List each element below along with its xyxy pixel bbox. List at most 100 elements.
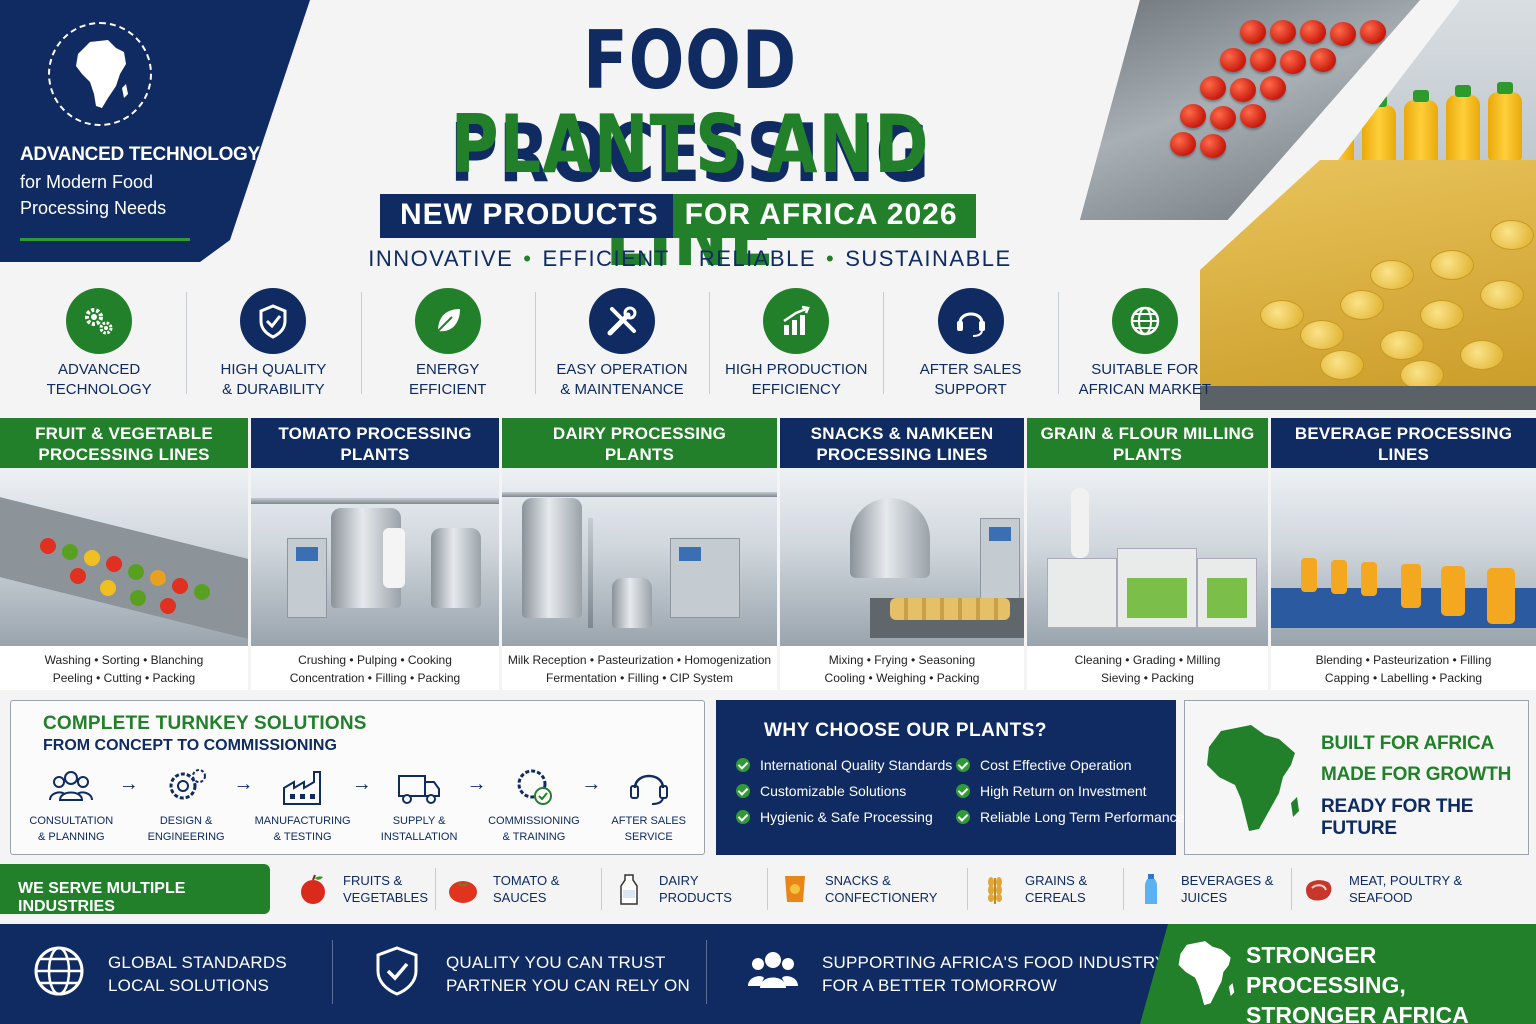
fruit-line-photo xyxy=(0,468,248,646)
globe-icon xyxy=(1111,288,1178,354)
footer-green-block: STRONGER PROCESSING,STRONGER AFRICA xyxy=(1140,924,1536,1024)
feature-label: HIGH PRODUCTION xyxy=(725,361,868,378)
feature-label: EASY OPERATION xyxy=(556,361,688,378)
turnkey-title: COMPLETE TURNKEY SOLUTIONS xyxy=(43,713,367,734)
line-title: PLANTS xyxy=(340,445,410,464)
step-label: CONSULTATION xyxy=(29,815,114,827)
line-steps: Capping • Labelling • Packing xyxy=(1324,671,1483,685)
headset-icon xyxy=(602,763,695,811)
headset-icon xyxy=(937,288,1004,354)
step-label: ENGINEERING xyxy=(147,831,225,843)
tagline-word: SUSTAINABLE xyxy=(845,246,1012,271)
check-circle-icon xyxy=(736,758,750,772)
leaf-icon xyxy=(414,288,481,354)
footer-text: PARTNER YOU CAN RELY ON xyxy=(446,975,690,995)
snack-bag-icon xyxy=(775,869,815,909)
line-title: SNACKS & NAMKEEN xyxy=(810,424,994,443)
why-item-text: Hygienic & Safe Processing xyxy=(760,809,933,825)
step-after-sales: AFTER SALES SERVICE xyxy=(602,763,695,845)
line-steps: Mixing • Frying • Seasoning xyxy=(828,653,976,667)
industry-label: FRUITS & xyxy=(343,873,403,888)
feature-label: HIGH QUALITY xyxy=(220,361,327,378)
people-icon xyxy=(25,763,118,811)
built-for-africa-box: BUILT FOR AFRICA MADE FOR GROWTH READY F… xyxy=(1184,700,1529,855)
why-title: WHY CHOOSE OUR PLANTS? xyxy=(764,720,1047,741)
footer-text: GLOBAL STANDARDS xyxy=(108,952,287,972)
line-steps: Crushing • Pulping • Cooking xyxy=(298,653,452,667)
line-title: LINES xyxy=(1377,445,1430,464)
feature-label: EFFICIENCY xyxy=(751,381,841,398)
line-title: PROCESSING LINES xyxy=(38,445,210,464)
check-circle-icon xyxy=(956,810,970,824)
step-manufacturing: MANUFACTURING& TESTING xyxy=(255,763,351,845)
line-title: PLANTS xyxy=(1112,445,1183,464)
industry-label: MEAT, POULTRY & xyxy=(1349,873,1463,888)
why-item-text: Reliable Long Term Performance xyxy=(980,809,1185,825)
step-design: DESIGN &ENGINEERING xyxy=(140,763,233,845)
feature-label: SUPPORT xyxy=(934,381,1007,398)
dairy-plant-photo xyxy=(502,468,777,646)
africa-map-icon xyxy=(1199,719,1309,844)
bullet-icon: • xyxy=(679,246,689,271)
feature-label: & MAINTENANCE xyxy=(560,381,684,398)
banner-right: FOR AFRICA 2026 xyxy=(672,194,976,238)
line-card-snacks[interactable]: SNACKS & NAMKEEN PROCESSING LINES Mixing … xyxy=(780,418,1024,690)
industry-fruits: FRUITS & VEGETABLES xyxy=(285,864,435,914)
check-circle-icon xyxy=(736,810,750,824)
line-title: PROCESSING LINES xyxy=(816,445,988,464)
why-item: Reliable Long Term Performance xyxy=(956,804,1184,830)
turnkey-subtitle: FROM CONCEPT TO COMMISSIONING xyxy=(43,737,337,754)
line-steps: Peeling • Cutting • Packing xyxy=(52,671,196,685)
tools-icon xyxy=(588,288,655,354)
step-label: SERVICE xyxy=(624,831,673,843)
line-steps: Concentration • Filling • Packing xyxy=(289,671,461,685)
why-item-text: International Quality Standards xyxy=(760,757,953,773)
arrow-right-icon: → xyxy=(351,773,372,795)
meat-icon xyxy=(1299,869,1339,909)
footer-text: FOR A BETTER TOMORROW xyxy=(822,975,1057,995)
line-steps: Washing • Sorting • Blanching xyxy=(44,653,204,667)
tagline-word: INNOVATIVE xyxy=(368,246,514,271)
gear-check-icon xyxy=(488,763,581,811)
industry-label: DAIRY xyxy=(659,873,699,888)
banner-left: NEW PRODUCTS xyxy=(380,194,673,238)
line-steps: Milk Reception • Pasteurization • Homoge… xyxy=(507,653,772,667)
tomato-icon xyxy=(443,869,483,909)
tagline: INNOVATIVE•EFFICIENT•RELIABLE•SUSTAINABL… xyxy=(360,246,1020,272)
step-commissioning: COMMISSIONING& TRAINING xyxy=(488,763,581,845)
why-item-text: Customizable Solutions xyxy=(760,783,907,799)
arrow-right-icon: → xyxy=(233,773,254,795)
industry-snacks: SNACKS &CONFECTIONERY xyxy=(767,864,967,914)
tomato-plant-photo xyxy=(251,468,499,646)
growth-chart-icon xyxy=(763,288,830,354)
footer-slogan: STRONGER AFRICA xyxy=(1246,1002,1469,1024)
factory-icon xyxy=(255,763,351,811)
industry-label: JUICES xyxy=(1181,890,1228,905)
step-label: AFTER SALES xyxy=(611,815,686,827)
tagline-word: EFFICIENT xyxy=(542,246,670,271)
bullet-icon: • xyxy=(523,246,533,271)
why-choose-box: WHY CHOOSE OUR PLANTS? International Qua… xyxy=(716,700,1184,855)
industry-beverages: BEVERAGES &JUICES xyxy=(1123,864,1291,914)
page-title-line1: FOOD PROCESSING xyxy=(449,14,931,200)
feature-high-production: HIGH PRODUCTION EFFICIENCY xyxy=(709,288,883,404)
subtitle-banner: NEW PRODUCTS FOR AFRICA 2026 xyxy=(380,194,976,238)
badge-rule xyxy=(20,238,190,241)
industry-label: VEGETABLES xyxy=(343,890,429,905)
shield-check-icon xyxy=(240,288,307,354)
